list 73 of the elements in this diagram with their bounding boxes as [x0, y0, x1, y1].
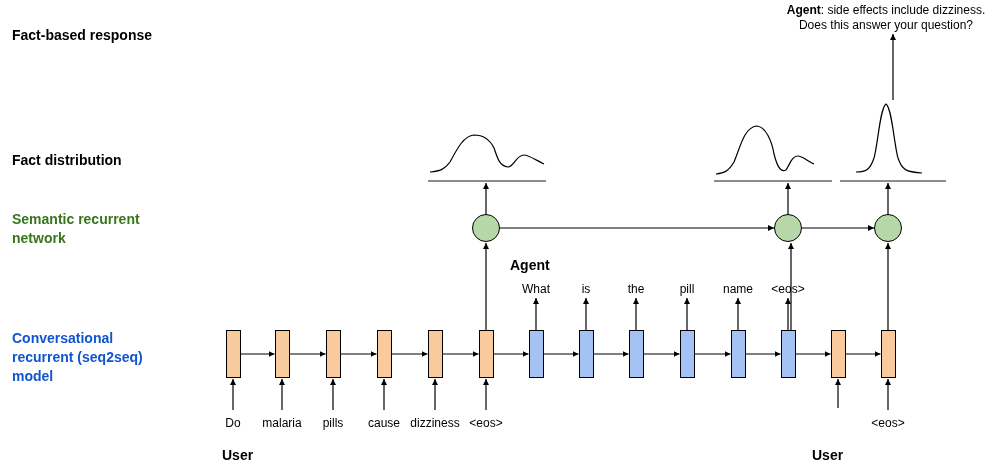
- input-word: Do: [225, 416, 241, 431]
- output-word: What: [522, 282, 550, 297]
- input-word: pills: [322, 416, 344, 431]
- arrow: [684, 297, 690, 331]
- network-node: [774, 214, 802, 242]
- input-word: dizziness: [410, 416, 460, 431]
- arrow: [533, 297, 539, 331]
- arrow: [583, 297, 589, 331]
- arrow: [483, 378, 489, 411]
- arrow: [339, 351, 378, 357]
- arrow: [642, 351, 681, 357]
- arrow: [230, 378, 236, 411]
- arrow: [288, 351, 327, 357]
- speaker-label: User: [222, 446, 255, 465]
- arrow: [432, 378, 438, 411]
- rnn-cell: [274, 330, 290, 378]
- arrow: [499, 225, 775, 231]
- arrow: [492, 351, 530, 357]
- arrow: [330, 378, 336, 411]
- arrow: [788, 242, 794, 331]
- rnn-cell: [325, 330, 341, 378]
- output-word: is: [581, 282, 591, 297]
- rnn-cell: [830, 330, 846, 378]
- speaker-label: User: [812, 446, 845, 465]
- arrow: [693, 351, 732, 357]
- rnn-cell: [528, 330, 544, 378]
- rnn-cell: [730, 330, 746, 378]
- arrow: [483, 242, 489, 331]
- response-text: Agent: side effects include dizziness. Does this answer your question?: [786, 3, 986, 33]
- row-label: Semantic recurrent network: [12, 210, 141, 248]
- arrow: [785, 297, 791, 331]
- arrow: [885, 182, 891, 215]
- arrow: [279, 378, 285, 411]
- arrow: [885, 242, 891, 331]
- row-label: Fact distribution: [12, 151, 123, 170]
- output-word: pill: [679, 282, 695, 297]
- rnn-cell: [578, 330, 594, 378]
- input-word: malaria: [262, 416, 302, 431]
- arrow: [381, 378, 387, 411]
- arrow: [592, 351, 630, 357]
- network-node: [472, 214, 500, 242]
- arrow: [390, 351, 429, 357]
- output-word: the: [627, 282, 645, 297]
- rnn-cell: [376, 330, 392, 378]
- arrow: [785, 182, 791, 215]
- arrow: [239, 351, 276, 357]
- arrow: [890, 33, 896, 101]
- input-word: <eos>: [871, 416, 905, 431]
- arrow: [885, 378, 891, 411]
- arrow: [801, 225, 875, 231]
- rnn-cell: [427, 330, 443, 378]
- arrow: [633, 297, 639, 331]
- rnn-cell: [880, 330, 896, 378]
- input-word: <eos>: [469, 416, 503, 431]
- arrow: [483, 182, 489, 215]
- arrow: [744, 351, 782, 357]
- speaker-label: Agent: [510, 256, 551, 275]
- network-node: [874, 214, 902, 242]
- input-word: cause: [368, 416, 400, 431]
- arrow: [441, 351, 480, 357]
- rnn-cell: [679, 330, 695, 378]
- arrow: [542, 351, 580, 357]
- arrow: [835, 378, 841, 409]
- rnn-cell: [225, 330, 241, 378]
- rnn-cell: [478, 330, 494, 378]
- arrow: [844, 351, 882, 357]
- arrow: [794, 351, 832, 357]
- arrow: [735, 297, 741, 331]
- rnn-cell: [780, 330, 796, 378]
- row-label: Fact-based response: [12, 26, 154, 45]
- row-label: Conversational recurrent (seq2seq) model: [12, 329, 144, 386]
- rnn-cell: [628, 330, 644, 378]
- output-word: name: [723, 282, 753, 297]
